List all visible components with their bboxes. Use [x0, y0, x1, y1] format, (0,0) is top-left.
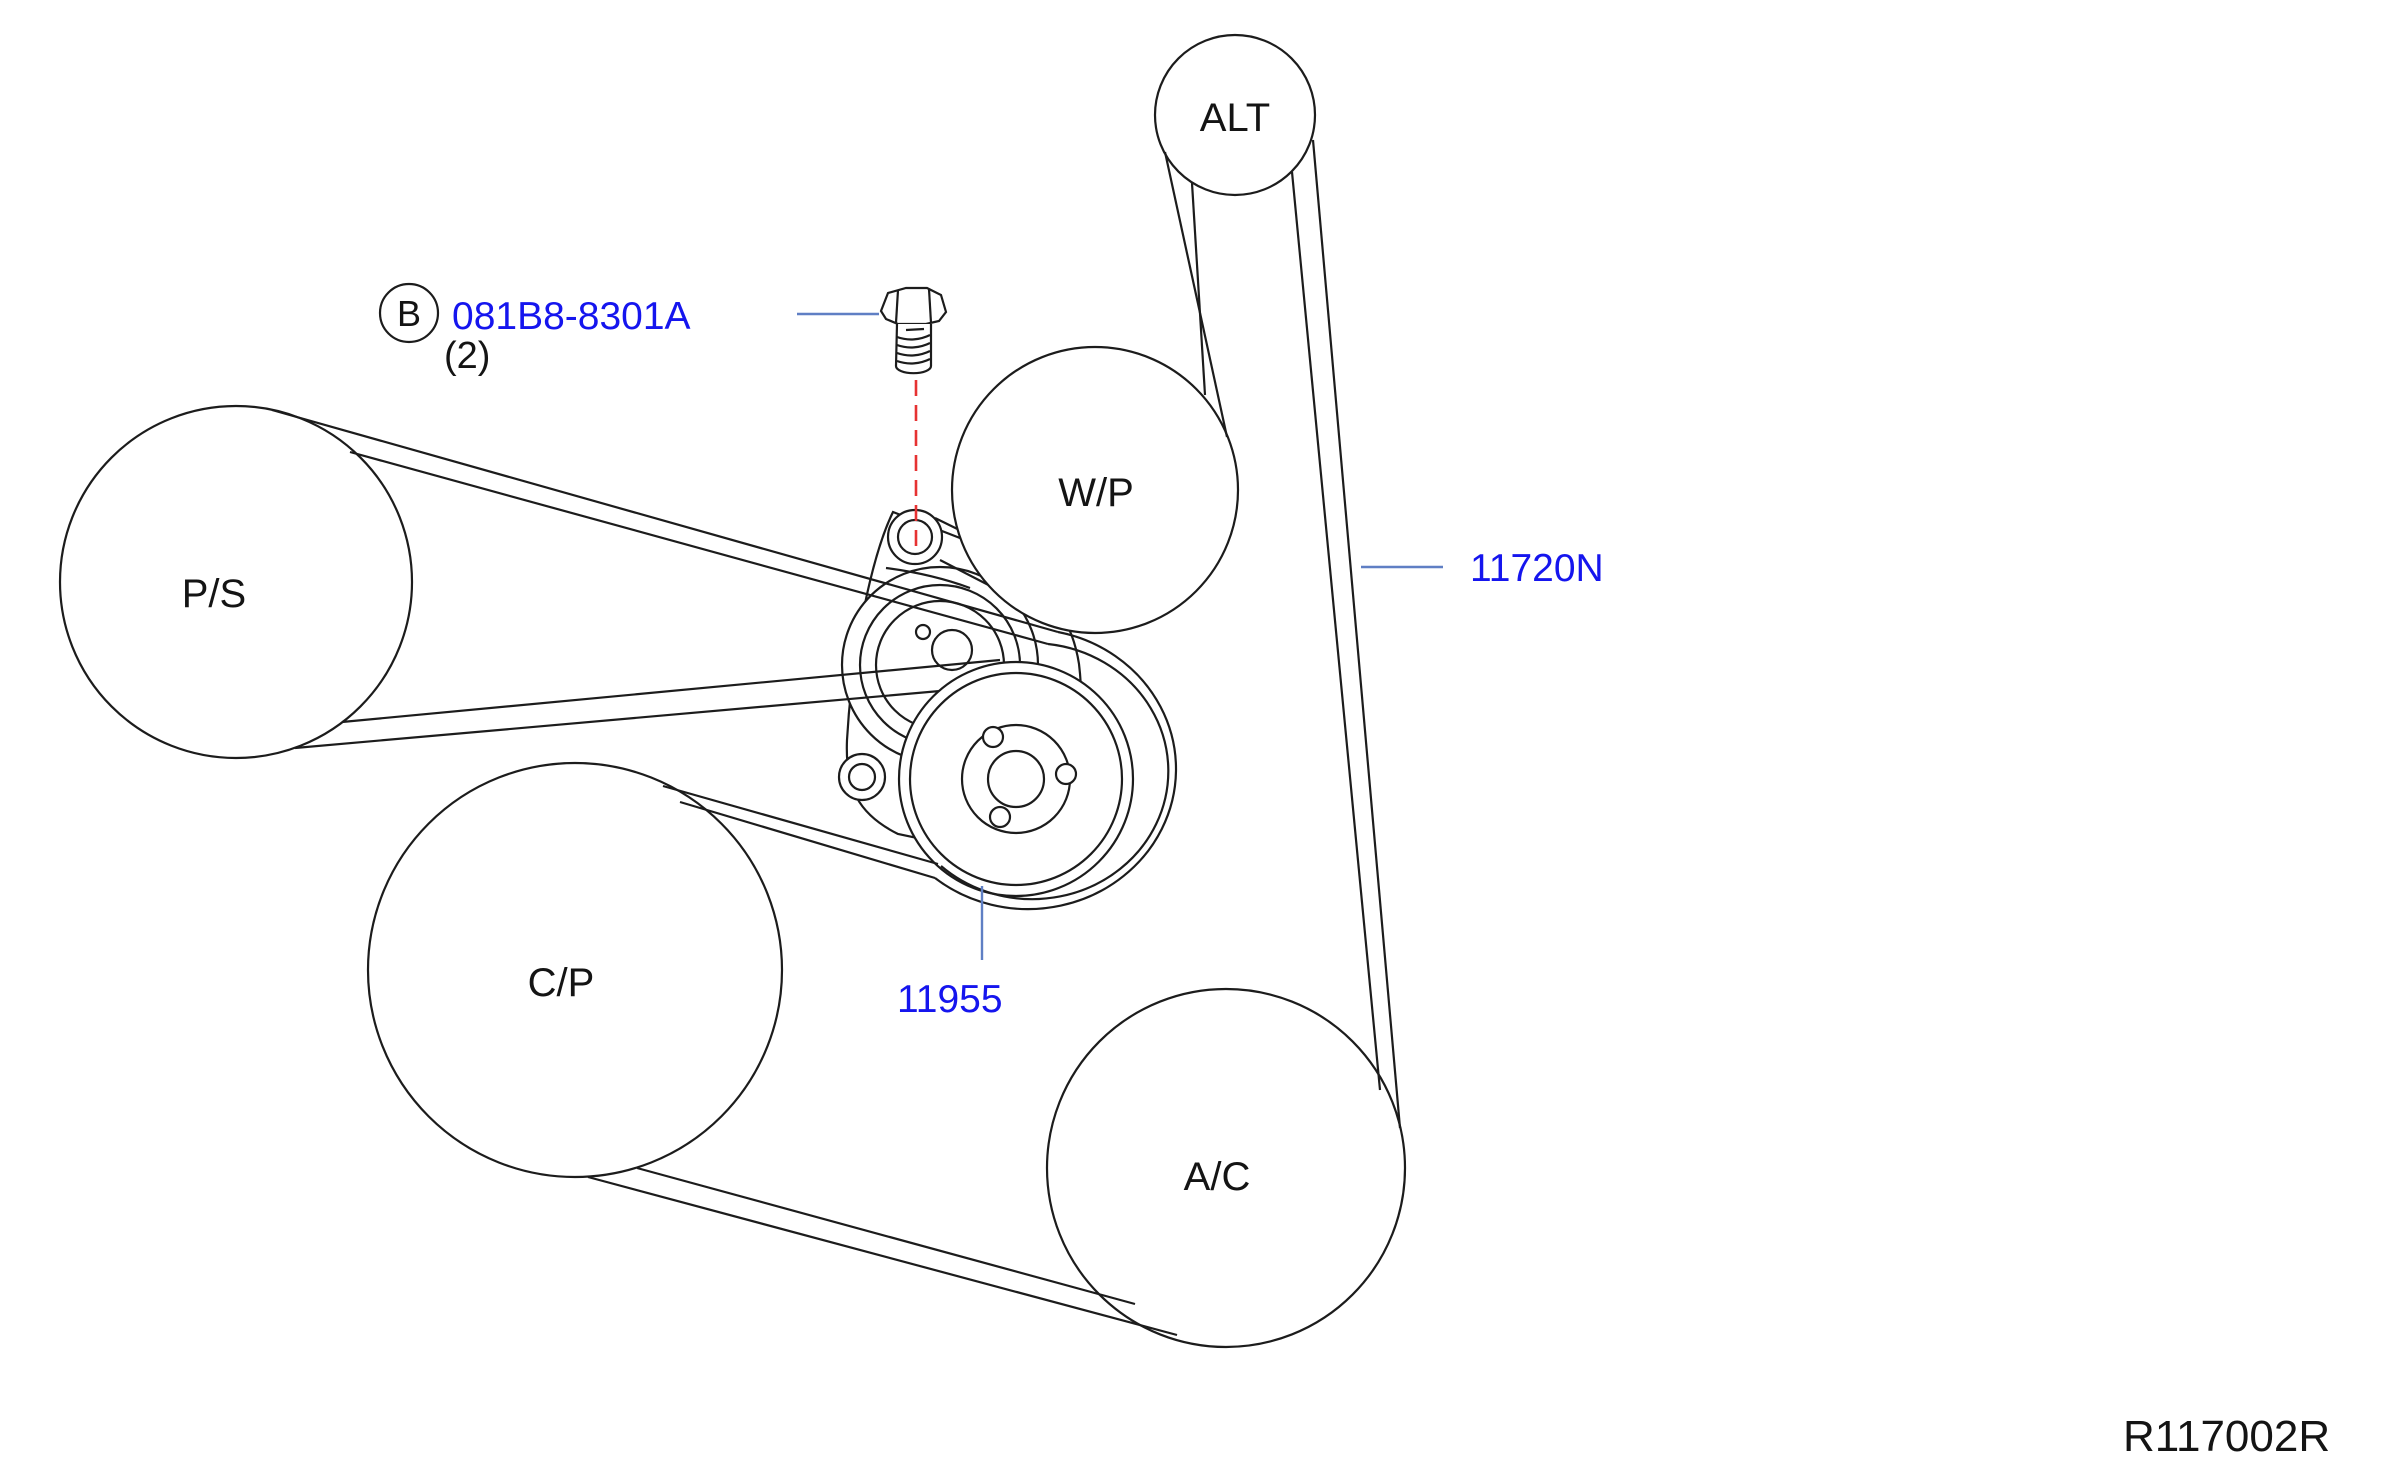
- belt-edge: [341, 658, 1001, 724]
- tensioner-housing-hole: [914, 623, 932, 641]
- belt-edge: [679, 800, 936, 880]
- part-quantity-bolt: (2): [444, 335, 490, 377]
- pulley-label-alt: ALT: [1200, 96, 1270, 140]
- belt-edge: [1163, 151, 1229, 438]
- bolt-thread: [905, 327, 925, 332]
- belt-edge: [349, 450, 1049, 646]
- belt-edge: [1290, 171, 1382, 1091]
- pulley-alt: [1153, 33, 1317, 197]
- idler-hub-bore: [986, 749, 1046, 809]
- diagram-ref-code: R117002R: [2123, 1412, 2330, 1461]
- belt-edge: [271, 408, 1059, 634]
- belt-wrap-idler: [934, 630, 1178, 911]
- bolt-thread: [896, 342, 931, 349]
- bolt-icon: [879, 286, 948, 375]
- part-number-idler[interactable]: 11955: [897, 978, 1003, 1021]
- idler-hub-hole: [1054, 762, 1078, 786]
- bolt-head: [879, 286, 948, 326]
- pulley-ac: [1045, 987, 1407, 1349]
- annotations: B 081B8-8301A (2) 11720N 11955 R117002R: [378, 282, 2330, 1461]
- belt-spans: [271, 139, 1402, 1337]
- pulley-cp: [366, 761, 784, 1179]
- belt-span-ps-lower: [294, 658, 1009, 750]
- part-number-belt[interactable]: 11720N: [1470, 547, 1604, 590]
- bolt-head-facet: [927, 288, 933, 324]
- bracket-facet: [885, 566, 971, 590]
- pulley-label-cp: C/P: [528, 961, 595, 1005]
- callout-b-letter: B: [397, 293, 421, 334]
- leader-lines: [797, 312, 1443, 960]
- pulley-ps: [58, 404, 414, 760]
- idler-hub-hole: [988, 805, 1012, 829]
- belt-wrap-idler-inner: [940, 642, 1170, 901]
- bolt-thread: [896, 350, 931, 357]
- idler-hub-hole: [981, 725, 1005, 749]
- callout-b-circle: [378, 282, 440, 344]
- belt-edge: [294, 683, 1009, 750]
- idler-pulley: [897, 660, 1135, 898]
- pulley-label-ac: A/C: [1184, 1155, 1251, 1199]
- bolt-thread: [896, 334, 931, 341]
- pulley-wp: [950, 345, 1240, 635]
- bolt-head-facet: [894, 289, 900, 324]
- part-number-bolt[interactable]: 081B8-8301A: [452, 295, 691, 338]
- pulley-label-ps: P/S: [182, 572, 246, 616]
- bracket-bolt-hole-bottom: [847, 762, 877, 792]
- belt-edge: [636, 1166, 1136, 1306]
- pulleys: ALT W/P P/S C/P A/C: [58, 33, 1407, 1349]
- belt-edge: [587, 1175, 1178, 1337]
- belt-edge: [662, 784, 939, 866]
- bolt-thread: [896, 358, 931, 365]
- pulley-label-wp: W/P: [1058, 471, 1134, 515]
- tensioner-housing-hub: [930, 628, 974, 672]
- belt-edge: [1190, 182, 1207, 396]
- belt-edge: [1311, 139, 1402, 1129]
